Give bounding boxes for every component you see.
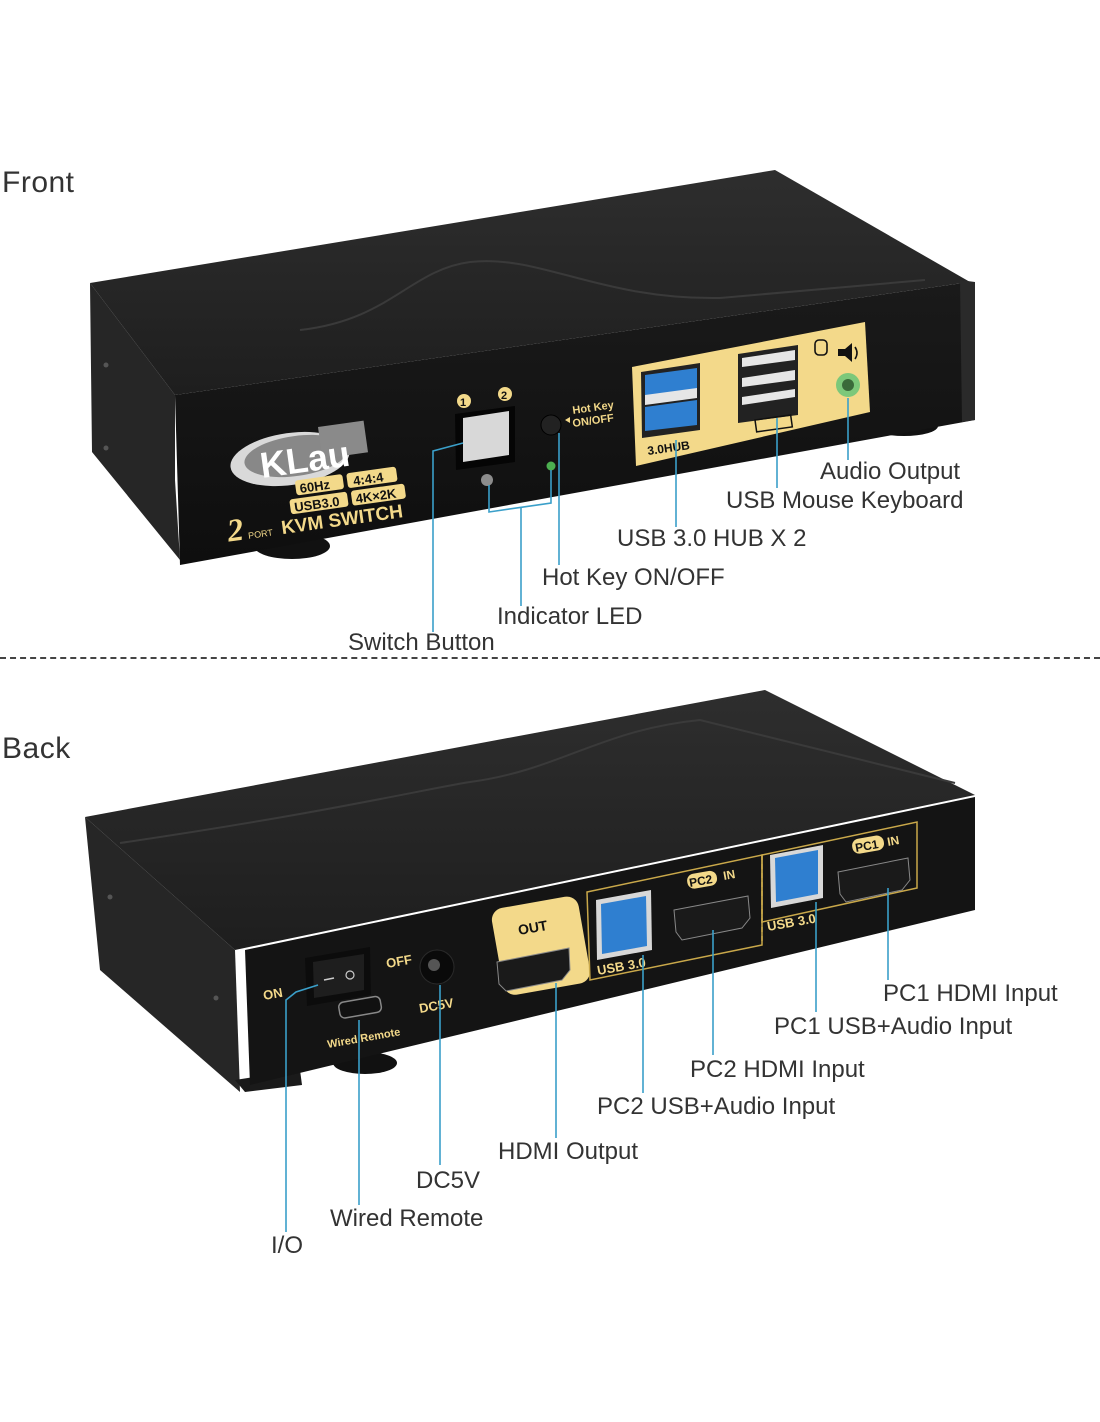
- pc2-badge: PC2: [688, 872, 714, 890]
- ports-number: 2: [224, 511, 246, 549]
- pc2-usb-port[interactable]: [601, 896, 647, 954]
- hub-label: 3.0HUB: [646, 438, 691, 458]
- brand-logo: [230, 420, 369, 487]
- callout-hotkey: Hot Key ON/OFF: [542, 564, 725, 591]
- port-2-marker: 2: [501, 390, 507, 402]
- pc2-hdmi-port[interactable]: [673, 895, 751, 941]
- wired-remote-port[interactable]: [338, 995, 383, 1019]
- badge-4k2k: 4K×2K: [355, 486, 398, 507]
- pc1-port-group: [761, 821, 918, 923]
- out-label: OUT: [517, 917, 549, 938]
- front-top-surface: [90, 170, 970, 395]
- usb-kb-mouse-ports[interactable]: [738, 345, 798, 423]
- indicator-led-port1: [481, 474, 493, 486]
- section-divider: [0, 657, 1100, 659]
- spec-badges: 60Hz 4:4:4 USB3.0 4K×2K: [289, 466, 406, 515]
- switch-button[interactable]: [463, 411, 509, 462]
- back-section-title: Back: [2, 732, 71, 765]
- badge-444: 4:4:4: [352, 469, 385, 488]
- back-top-surface: [85, 690, 975, 950]
- front-callout-lines: [432, 398, 849, 632]
- back-callout-lines: [285, 888, 889, 1232]
- back-left-side: [85, 817, 240, 1092]
- badge-60hz: 60Hz: [299, 477, 332, 496]
- front-device: KLau 60Hz 4:4:4 USB3.0 4K×2K 2 PORT KVM …: [90, 170, 975, 632]
- mouse-icon: [814, 339, 828, 356]
- callout-audio-output: Audio Output: [820, 458, 961, 485]
- pc1-in-text: IN: [886, 833, 900, 849]
- badge-usb30: USB3.0: [293, 494, 340, 515]
- pc1-hdmi-port[interactable]: [837, 857, 911, 903]
- callout-io: I/O: [271, 1232, 304, 1259]
- front-left-side: [90, 283, 180, 560]
- hdmi-out-port[interactable]: [496, 947, 571, 992]
- callout-hdmi-output: HDMI Output: [498, 1138, 639, 1165]
- hotkey-text-2: ON/OFF: [572, 412, 615, 430]
- callout-pc1-hdmi: PC1 HDMI Input: [883, 980, 1058, 1007]
- power-switch[interactable]: [313, 954, 364, 998]
- hotkey-text-1: Hot Key: [572, 399, 616, 417]
- callout-pc2-usb: PC2 USB+Audio Input: [597, 1093, 836, 1120]
- callout-pc2-hdmi: PC2 HDMI Input: [690, 1056, 865, 1083]
- usb3-hub-ports[interactable]: [641, 363, 700, 438]
- indicator-led-port2: [546, 461, 556, 471]
- callout-indicator-led: Indicator LED: [497, 603, 643, 630]
- callout-usb-mouse-keyboard: USB Mouse Keyboard: [726, 487, 964, 514]
- off-label: OFF: [385, 952, 413, 971]
- keyboard-icon: [754, 414, 794, 433]
- ports-sub: PORT: [248, 527, 274, 540]
- callout-dc5v: DC5V: [416, 1167, 481, 1194]
- callout-pc1-usb: PC1 USB+Audio Input: [774, 1013, 1013, 1040]
- callout-wired-remote: Wired Remote: [330, 1205, 484, 1232]
- pc1-usb-port[interactable]: [775, 850, 818, 902]
- pc1-badge: PC1: [854, 837, 880, 855]
- callout-usb-hub: USB 3.0 HUB X 2: [617, 525, 807, 552]
- callout-switch-button: Switch Button: [348, 629, 495, 656]
- on-label: ON: [262, 985, 284, 1003]
- dc5v-text: DC5V: [418, 995, 455, 1016]
- port-1-marker: 1: [460, 397, 466, 409]
- pc2-in-text: IN: [722, 867, 736, 883]
- pc2-port-group: [586, 854, 763, 981]
- speaker-icon: [838, 343, 858, 362]
- front-section-title: Front: [2, 166, 75, 199]
- hotkey-button[interactable]: [540, 414, 562, 436]
